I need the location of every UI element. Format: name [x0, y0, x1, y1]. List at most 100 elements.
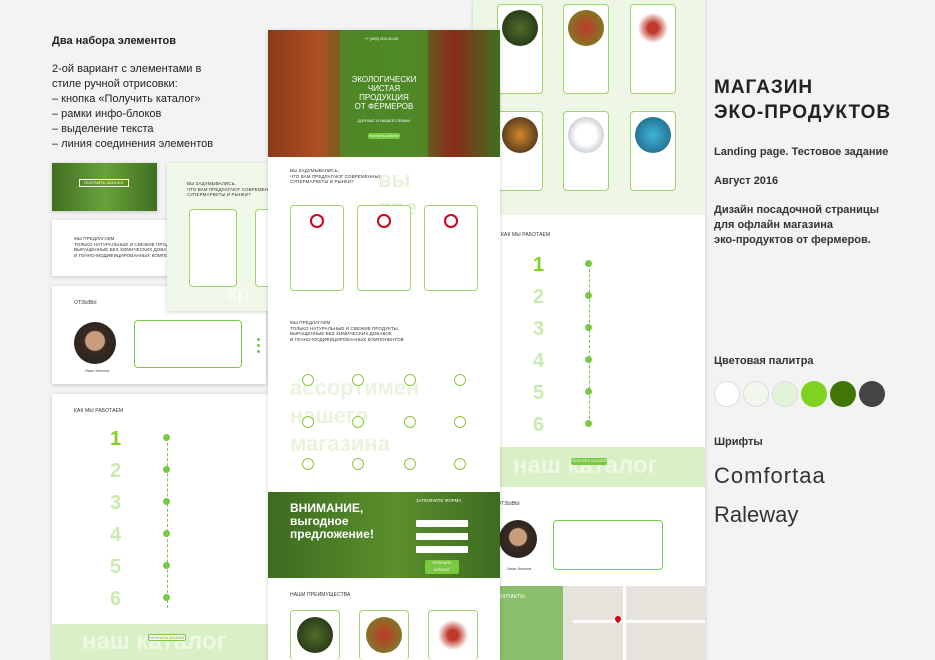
info-box — [189, 209, 237, 287]
offer-text: МЫ ПРЕДЛАГАЕМ ТОЛЬКО НАТУРАЛЬНЫЕ И СВЕЖИ… — [74, 236, 177, 258]
project-description: Дизайн посадочной страницы для офлайн ма… — [714, 204, 879, 246]
catalog-band — [52, 624, 268, 660]
step-icon — [163, 466, 170, 473]
how-we-work-panel-left: КАК МЫ РАБОТАЕМ 1 2 3 4 5 6 наш каталог … — [52, 394, 268, 660]
contacts-heading: КОНТАКТЫ — [497, 594, 525, 600]
product-icon — [352, 374, 364, 386]
advantage-photo — [366, 617, 402, 653]
project-subtitle: Landing page. Тестовое задание — [714, 146, 889, 158]
step-number: 2 — [110, 460, 122, 482]
product-icon — [404, 458, 416, 470]
catalog-watermark: наш каталог — [513, 452, 658, 479]
center-mockup: +7 (495) 000-00-00 ЭКОЛОГИЧЕСКИ ЧИСТАЯ П… — [268, 30, 500, 660]
map-road — [573, 620, 705, 623]
color-swatch — [743, 381, 769, 407]
step-icon — [585, 324, 592, 331]
phone-input[interactable] — [416, 533, 468, 540]
review-box — [134, 320, 242, 368]
product-icon — [352, 458, 364, 470]
step-number: 5 — [110, 556, 122, 578]
step-number: 2 — [533, 286, 545, 308]
review-box — [553, 520, 663, 570]
step-icon — [585, 388, 592, 395]
product-icon — [352, 416, 364, 428]
product-icon — [404, 416, 416, 428]
offer-text: МЫ ПРЕДЛАГАЕМ ТОЛЬКО НАТУРАЛЬНЫЕ И СВЕЖИ… — [290, 320, 404, 342]
step-number: 5 — [533, 382, 545, 404]
product-icon — [302, 416, 314, 428]
product-icon — [404, 374, 416, 386]
color-swatch — [830, 381, 856, 407]
step-icon — [163, 434, 170, 441]
catalog-button[interactable]: ПОЛУЧИТЬ КАТАЛОГ — [79, 179, 129, 187]
connection-line — [589, 264, 590, 424]
background-watermark: кр — [227, 283, 250, 305]
contacts-map — [563, 586, 705, 660]
feature-photo — [635, 10, 671, 46]
color-swatch — [801, 381, 827, 407]
how-we-work-heading: КАК МЫ РАБОТАЕМ — [74, 408, 124, 414]
advantage-photo — [297, 617, 333, 653]
color-swatch — [714, 381, 740, 407]
slider-dot — [257, 338, 260, 341]
catalog-button[interactable]: ПОЛУЧИТЬ КАТАЛОГ — [148, 634, 186, 641]
form-title: ЗАПОЛНИТЕ ФОРМУ, — [416, 498, 462, 503]
project-title: МАГАЗИН ЭКО-ПРОДУКТОВ — [714, 77, 892, 123]
step-icon — [585, 356, 592, 363]
feature-photo — [502, 10, 538, 46]
step-icon — [163, 498, 170, 505]
font-sample-raleway: Raleway — [714, 502, 799, 527]
clock-photo — [568, 117, 604, 153]
step-icon — [585, 260, 592, 267]
hero-catalog-button[interactable]: ПОЛУЧИТЬ КАТАЛОГ — [368, 133, 400, 139]
ban-icon — [310, 214, 324, 228]
catalog-band — [473, 447, 705, 487]
step-number: 3 — [110, 492, 122, 514]
wonder-text: ВЫ ЗАДУМЫВАЛИСЬ, ЧТО ВАМ ПРЕДЛАГАЮТ СОВР… — [187, 181, 279, 197]
product-icon — [302, 458, 314, 470]
color-swatch — [859, 381, 885, 407]
feature-photo — [568, 10, 604, 46]
step-number: 4 — [533, 350, 545, 372]
product-icon — [454, 458, 466, 470]
step-number: 1 — [110, 428, 122, 450]
how-we-work-heading: КАК МЫ РАБОТАЕМ — [501, 232, 551, 238]
fonts-label: Шрифты — [714, 436, 763, 448]
card-photo — [635, 117, 671, 153]
palette-label: Цветовая палитра — [714, 355, 814, 367]
slider-dot — [257, 344, 260, 347]
email-input[interactable] — [416, 546, 468, 553]
intro-title: Два набора элементов — [52, 35, 177, 47]
color-swatch — [772, 381, 798, 407]
step-number: 1 — [533, 254, 545, 276]
step-icon — [585, 292, 592, 299]
connection-line — [167, 438, 168, 608]
step-icon — [163, 594, 170, 601]
intro-description: 2-ой вариант с элементами в стиле ручной… — [52, 63, 214, 150]
catalog-button[interactable]: ПОЛУЧИТЬ КАТАЛОГ — [571, 458, 607, 465]
step-icon — [163, 562, 170, 569]
advantage-photo — [435, 617, 471, 653]
reviewer-avatar — [74, 322, 116, 364]
reviewer-name: Иван Иванов — [85, 368, 110, 373]
reviews-heading: ОТЗЫВЫ — [497, 501, 520, 507]
step-icon — [585, 420, 592, 427]
product-icon — [454, 416, 466, 428]
reviews-heading: ОТЗЫВЫ — [74, 300, 97, 306]
product-icon — [454, 374, 466, 386]
step-number: 6 — [110, 588, 122, 610]
hero-phone: +7 (495) 000-00-00 — [364, 36, 399, 41]
reviewer-avatar — [499, 520, 537, 558]
catalog-button-panel: ПОЛУЧИТЬ КАТАЛОГ — [52, 163, 157, 211]
step-number: 4 — [110, 524, 122, 546]
wonder-text: ВЫ ЗАДУМЫВАЛИСЬ, ЧТО ВАМ ПРЕДЛАГАЮТ СОВР… — [290, 168, 382, 184]
form-submit-button[interactable]: ПОЛУЧИТЬ КАТАЛОГ — [425, 560, 459, 574]
project-date: Август 2016 — [714, 175, 779, 187]
product-icon — [302, 374, 314, 386]
hero-title: ЭКОЛОГИЧЕСКИ ЧИСТАЯ ПРОДУКЦИЯ ОТ ФЕРМЕРО… — [351, 75, 417, 111]
map-road — [623, 586, 626, 660]
ban-icon — [444, 214, 458, 228]
name-input[interactable] — [416, 520, 468, 527]
attention-title: ВНИМАНИЕ, выгодное предложение! — [290, 501, 374, 541]
reviewer-name: Иван Иванов — [507, 566, 532, 571]
